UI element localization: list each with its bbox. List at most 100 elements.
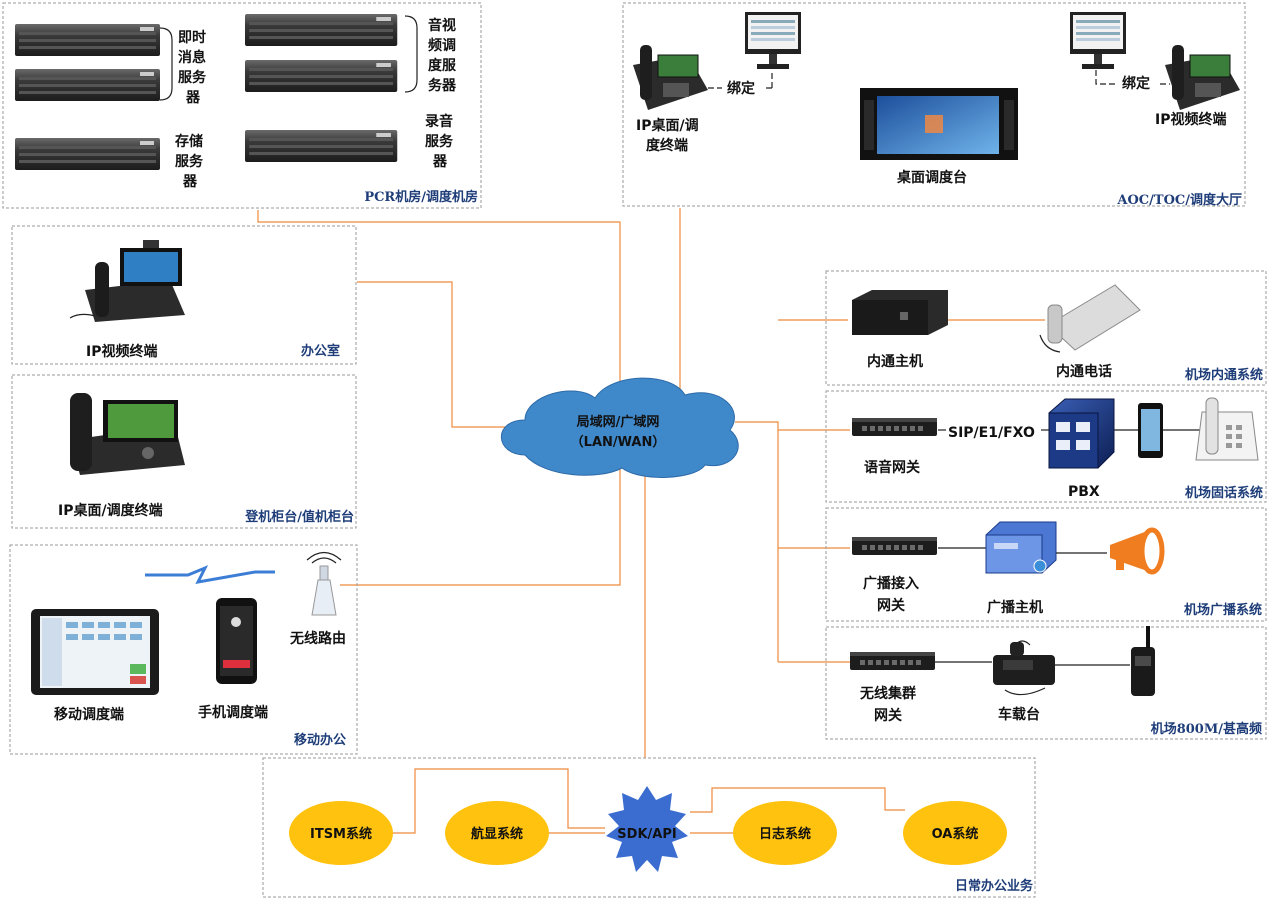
link-itsm xyxy=(392,768,605,834)
im-server-rack-2 xyxy=(15,69,160,101)
link-oa xyxy=(690,787,905,813)
hall-ip-desk-label-2: 度终端 xyxy=(646,137,688,154)
telephony-section-label: 机场固话系统 xyxy=(1185,485,1263,501)
flight-info-oval xyxy=(445,801,549,865)
phone-icon xyxy=(216,598,257,684)
network-cloud: 局域网/广域网 （LAN/WAN） xyxy=(500,377,739,478)
office-biz: ITSM系统 航显系统 SDK/API 日志系统 OA系统 日常办公业务 xyxy=(289,786,1034,894)
itsm-label: ITSM系统 xyxy=(310,826,372,842)
office: IP视频终端 办公室 xyxy=(69,240,340,360)
record-server-label-1: 录音 xyxy=(425,113,453,130)
desk-console-label: 桌面调度台 xyxy=(897,169,967,186)
trunk-box xyxy=(825,626,1267,740)
link-right-trunk xyxy=(735,421,779,662)
counter-device-label: IP桌面/调度终端 xyxy=(58,502,163,519)
broadcast-gateway-label-1: 广播接入 xyxy=(863,575,919,592)
intercom-phone-label: 内通电话 xyxy=(1056,363,1112,380)
broadcast-box xyxy=(825,507,1267,622)
im-server-label-2: 消息 xyxy=(178,49,206,66)
intercom-box xyxy=(825,270,1267,386)
landline-phone-icon xyxy=(1195,397,1259,461)
counter: IP桌面/调度终端 登机柜台/值机柜台 xyxy=(58,393,354,525)
office-box xyxy=(11,225,357,365)
intercom-phone-icon xyxy=(1039,284,1141,353)
bind-right-label: 绑定 xyxy=(1122,75,1150,92)
hall: IP桌面/调 度终端 绑定 桌面调度台 绑定 IP视频终端 AOC/TOC/调度… xyxy=(632,12,1242,208)
av-server-label-3: 度服 xyxy=(428,57,457,74)
im-server-label-4: 器 xyxy=(185,90,201,106)
counter-box xyxy=(11,374,357,529)
desk-console-icon xyxy=(860,88,1018,160)
hall-monitor-left-icon xyxy=(745,12,801,69)
pbx-icon xyxy=(1048,398,1115,469)
log-label: 日志系统 xyxy=(759,826,811,842)
pbx-label: PBX xyxy=(1068,484,1100,500)
im-server-bracket xyxy=(159,27,173,101)
intercom-host-label: 内通主机 xyxy=(867,353,923,370)
vehicle-radio-label: 车载台 xyxy=(998,706,1040,723)
voice-gateway-label: 语音网关 xyxy=(864,459,920,476)
trunk: 无线集群 网关 车载台 机场800M/甚高频 xyxy=(850,626,1262,737)
record-server-label-3: 器 xyxy=(432,154,448,170)
storage-server-rack xyxy=(15,138,160,170)
bind-right-dashes xyxy=(1095,70,1170,85)
broadcast-host-label: 广播主机 xyxy=(987,599,1043,616)
trunk-section-label: 机场800M/甚高频 xyxy=(1151,721,1262,737)
network-label-2: （LAN/WAN） xyxy=(571,434,666,450)
im-server-label-3: 服务 xyxy=(178,69,207,86)
bind-left-label: 绑定 xyxy=(727,80,755,97)
sdk-api-star xyxy=(606,786,688,872)
trunk-gateway-label-1: 无线集群 xyxy=(859,685,916,702)
hall-box xyxy=(622,2,1246,207)
record-server-label-2: 服务 xyxy=(425,133,454,150)
protocol-label: SIP/E1/FXO xyxy=(948,425,1035,441)
router-label: 无线路由 xyxy=(289,630,346,647)
mobile-phone-icon xyxy=(1138,403,1163,458)
log-oval xyxy=(733,801,837,865)
intercom-host-icon xyxy=(852,290,948,335)
im-server-rack-1 xyxy=(15,24,160,56)
server-room-box xyxy=(2,2,482,209)
av-server-label-2: 频调 xyxy=(428,37,456,54)
server-room: 即时 消息 服务 器 音视 频调 度服 务器 存储 服务 器 录音 服务 器 P… xyxy=(15,14,478,205)
ip-desk-terminal-icon xyxy=(70,393,185,475)
link-office xyxy=(357,281,505,428)
server-room-section-label: PCR机房/调度机房 xyxy=(364,189,478,205)
ip-desk-phone-icon xyxy=(632,44,709,111)
storage-server-label-2: 服务 xyxy=(175,153,204,170)
wireless-router-icon xyxy=(306,551,342,616)
handheld-radio-icon xyxy=(1131,626,1155,696)
av-server-rack-2 xyxy=(244,60,398,92)
counter-section-label: 登机柜台/值机柜台 xyxy=(244,509,354,525)
im-server-label-1: 即时 xyxy=(178,29,206,46)
tablet-label: 移动调度端 xyxy=(54,706,124,723)
oa-label: OA系统 xyxy=(932,826,979,842)
broadcast-gateway-label-2: 网关 xyxy=(877,597,905,614)
broadcast: 广播接入 网关 广播主机 机场广播系统 xyxy=(852,521,1262,618)
vehicle-radio-icon xyxy=(993,640,1055,696)
ip-video-phone-icon xyxy=(1164,44,1241,111)
hall-ip-video-label: IP视频终端 xyxy=(1155,111,1226,128)
intercom-section-label: 机场内通系统 xyxy=(1185,367,1263,383)
wireless-signal-icon xyxy=(145,565,275,584)
hall-section-label: AOC/TOC/调度大厅 xyxy=(1116,192,1242,208)
trunk-gateway-icon xyxy=(850,652,935,670)
mobile: 无线路由 移动调度端 手机调度端 移动办公 xyxy=(31,551,346,748)
office-section-label: 办公室 xyxy=(301,343,340,359)
office-device-label: IP视频终端 xyxy=(86,343,157,360)
sdk-api-label: SDK/API xyxy=(617,827,676,842)
tablet-icon xyxy=(31,609,159,695)
telephony: 语音网关 SIP/E1/FXO PBX 机场固话系统 xyxy=(852,397,1263,501)
network-label-1: 局域网/广域网 xyxy=(577,414,660,430)
link-server-room xyxy=(257,210,621,586)
av-server-bracket xyxy=(404,15,418,93)
office-biz-section-label: 日常办公业务 xyxy=(955,878,1034,894)
broadcast-host-icon xyxy=(985,521,1057,574)
megaphone-icon xyxy=(1110,527,1165,575)
voice-gateway-icon xyxy=(852,418,937,436)
telephony-box xyxy=(825,390,1267,503)
broadcast-gateway-icon xyxy=(852,537,937,555)
flight-info-label: 航显系统 xyxy=(471,826,523,842)
broadcast-section-label: 机场广播系统 xyxy=(1184,602,1262,618)
